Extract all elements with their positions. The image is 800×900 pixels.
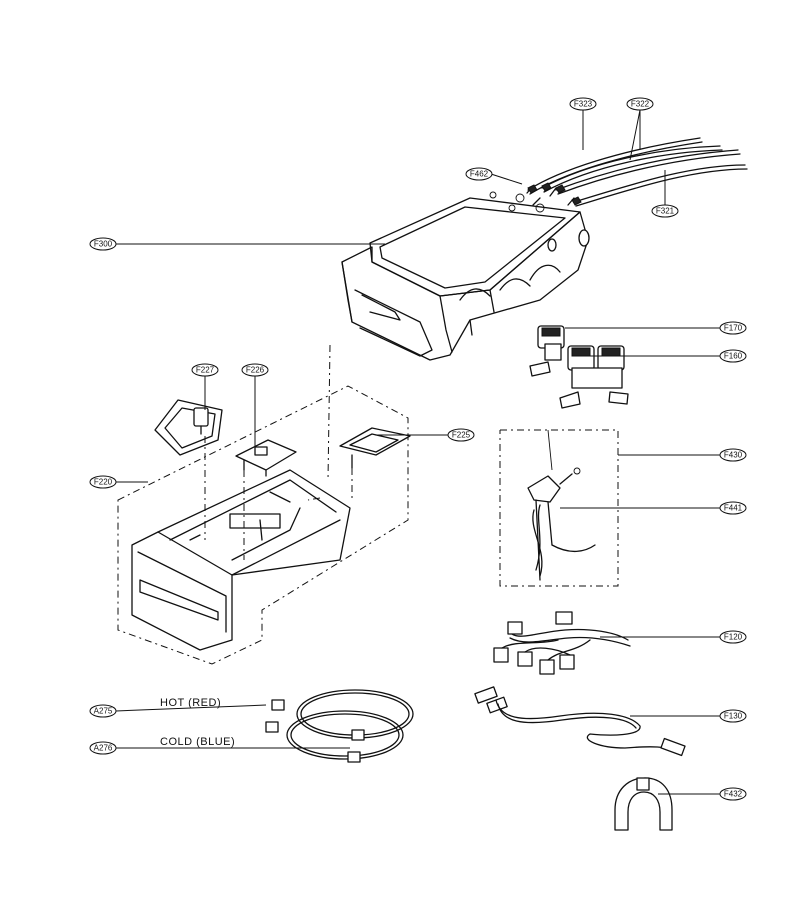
signal-cable <box>474 686 686 757</box>
hose-clip <box>614 777 673 831</box>
label-f170: F170 <box>724 324 743 333</box>
bubble-f120: F120 <box>719 630 747 644</box>
bubble-f441: F441 <box>719 501 747 515</box>
bubble-f323: F323 <box>569 97 597 111</box>
label-f432: F432 <box>724 790 743 799</box>
label-f225: F225 <box>452 431 471 440</box>
bubble-f170: F170 <box>719 321 747 335</box>
leader-lines <box>115 109 721 795</box>
label-f226: F226 <box>246 366 265 375</box>
label-f462: F462 <box>470 170 489 179</box>
hot-hose-label: HOT (RED) <box>160 697 221 709</box>
label-f323: F323 <box>574 100 593 109</box>
label-f430: F430 <box>724 451 743 460</box>
bubble-f160: F160 <box>719 349 747 363</box>
bubble-a276: A276 <box>89 741 117 755</box>
label-f227: F227 <box>196 366 215 375</box>
bubble-f300: F300 <box>89 237 117 251</box>
label-f321: F321 <box>656 207 675 216</box>
bubble-f462: F462 <box>465 167 493 181</box>
label-f220: F220 <box>94 478 113 487</box>
siphon-assembly <box>499 429 619 587</box>
bubble-f225: F225 <box>447 428 475 442</box>
label-f300: F300 <box>94 240 113 249</box>
water-valves <box>529 325 629 409</box>
bubble-a275: A275 <box>89 704 117 718</box>
bubble-f322: F322 <box>626 97 654 111</box>
label-f120: F120 <box>724 633 743 642</box>
label-f322: F322 <box>631 100 650 109</box>
drawer-caps <box>154 399 411 560</box>
bubble-f226: F226 <box>241 363 269 377</box>
dispenser-housing <box>341 185 590 361</box>
label-f160: F160 <box>724 352 743 361</box>
bubble-f430: F430 <box>719 448 747 462</box>
cold-hose-label: COLD (BLUE) <box>160 736 235 748</box>
supply-hoses <box>265 689 414 763</box>
dispenser-drawer <box>117 344 409 665</box>
label-f130: F130 <box>724 712 743 721</box>
label-a275: A275 <box>94 707 113 716</box>
bubble-f227: F227 <box>191 363 219 377</box>
label-a276: A276 <box>94 744 113 753</box>
label-f441: F441 <box>724 504 743 513</box>
bubble-f321: F321 <box>651 204 679 218</box>
bubble-f220: F220 <box>89 475 117 489</box>
wire-harness <box>493 611 631 675</box>
bubble-f432: F432 <box>719 787 747 801</box>
bubble-f130: F130 <box>719 709 747 723</box>
inlet-hoses <box>527 137 748 207</box>
